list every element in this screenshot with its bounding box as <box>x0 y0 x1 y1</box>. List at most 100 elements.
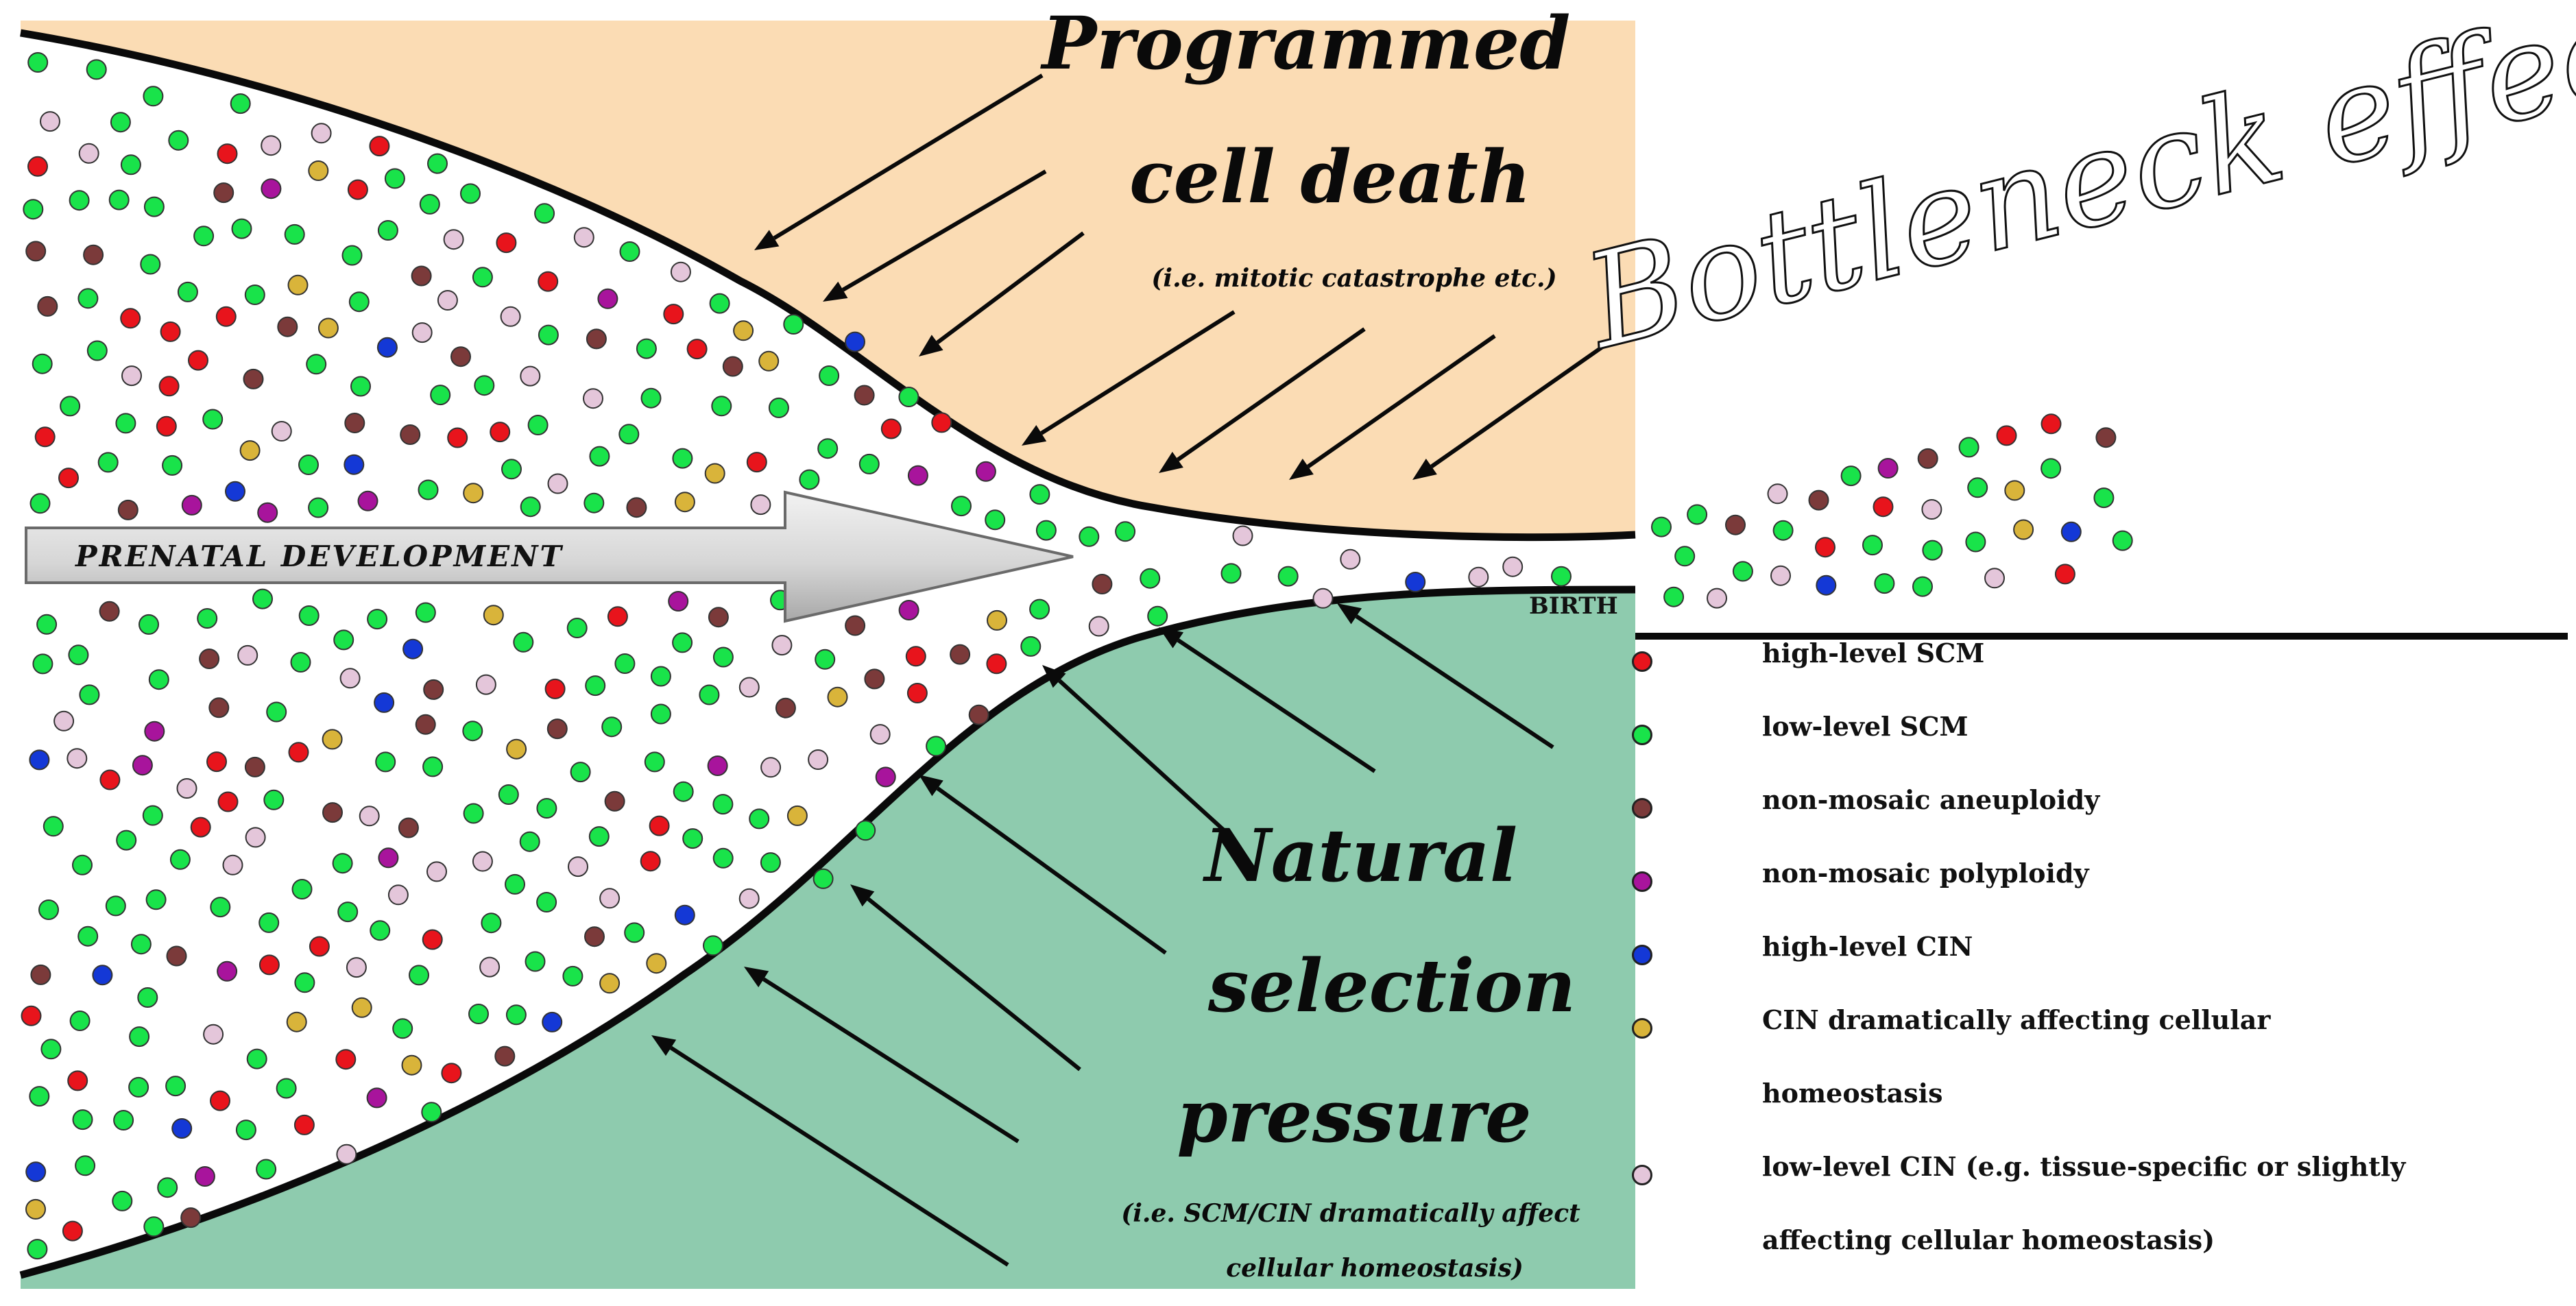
cell-dot <box>120 308 141 329</box>
cell-dot <box>738 888 760 909</box>
cell-dot <box>1877 458 1899 479</box>
cell-dot <box>2112 530 2133 551</box>
cell-dot <box>568 856 588 878</box>
cell-dot <box>430 385 451 406</box>
death-arrow-7-shaft <box>1430 334 1620 468</box>
cell-dot <box>370 920 391 941</box>
cell-dot <box>308 497 329 518</box>
cell-dot <box>775 697 796 718</box>
cell-dot <box>674 492 695 513</box>
natural-title-line2: selection <box>1207 943 1576 1028</box>
cell-dot <box>597 288 618 309</box>
cell-dot <box>1707 588 1727 609</box>
cell-dot <box>21 1005 42 1026</box>
cell-dot <box>2041 413 2062 435</box>
cell-dot <box>1922 540 1943 561</box>
cell-dot <box>427 153 448 174</box>
cell-dot <box>72 854 93 875</box>
cell-dot <box>898 600 919 620</box>
cell-dot <box>875 766 896 788</box>
cell-dot <box>86 340 108 361</box>
cell-dot <box>350 376 371 397</box>
cell-dot <box>230 93 251 114</box>
cell-dot <box>72 1109 93 1130</box>
cell-dot <box>544 678 566 699</box>
cell-dot <box>443 229 464 250</box>
cell-dot <box>77 926 99 947</box>
cell-dot <box>1220 563 1242 584</box>
programmed-title-line2: cell death <box>1129 134 1531 219</box>
cell-dot <box>115 413 136 434</box>
cell-dot <box>293 1114 315 1135</box>
programmed-cell-death-region <box>21 21 1635 537</box>
prenatal-development-label: PRENATAL DEVELOPMENT <box>75 540 564 573</box>
legend-label: high-level CIN <box>1762 931 1973 962</box>
cell-dot <box>287 274 309 295</box>
cell-dot <box>1115 521 1136 542</box>
cell-dot <box>640 387 662 409</box>
cell-dot <box>538 271 559 292</box>
cell-dot <box>703 935 723 956</box>
cell-dot <box>950 644 971 665</box>
cell-dot <box>1079 526 1100 547</box>
cell-dot <box>222 854 243 875</box>
cell-dot <box>1147 605 1168 627</box>
cell-dot <box>422 929 443 950</box>
cell-dot <box>120 154 141 176</box>
cell-dot <box>165 1076 186 1097</box>
cell-dot <box>190 817 211 838</box>
cell-dot <box>336 1144 357 1165</box>
cell-dot <box>786 805 808 826</box>
cell-dot <box>422 756 444 777</box>
cell-dot <box>206 751 227 773</box>
cell-dot <box>858 453 880 474</box>
cell-dot <box>27 156 48 177</box>
cell-dot <box>619 241 640 262</box>
legend-swatch <box>1632 725 1652 745</box>
cell-dot <box>99 769 121 790</box>
cell-dot <box>808 749 829 770</box>
cell-dot <box>1092 574 1113 594</box>
prenatal-development-arrow <box>25 490 1074 623</box>
cell-dot <box>36 614 58 635</box>
cell-dot <box>415 602 436 623</box>
death-arrow-2-shaft <box>841 169 1047 292</box>
cell-dot <box>845 615 866 636</box>
cell-dot <box>1984 568 2005 589</box>
cell-dot <box>907 465 928 486</box>
cell-dot <box>378 847 399 869</box>
cell-dot <box>640 851 661 872</box>
selection-arrow-3-head <box>1042 665 1066 688</box>
cell-dot <box>112 1190 133 1211</box>
cell-dot <box>1816 575 1837 596</box>
cell-dot <box>40 1039 62 1060</box>
cell-dot <box>401 1054 422 1076</box>
cell-dot <box>704 463 725 484</box>
bottleneck-effect-title: Bottleneck effect <box>1569 0 2576 379</box>
cell-dot <box>129 1026 150 1048</box>
cell-dot <box>29 749 50 771</box>
cell-dot <box>168 130 189 151</box>
cell-dot <box>143 86 164 107</box>
cell-dot <box>1917 448 1938 469</box>
cell-dot <box>447 427 468 448</box>
cell-dot <box>481 912 502 934</box>
cell-dot <box>377 220 398 241</box>
cell-dot <box>2013 519 2034 540</box>
cell-dot <box>176 778 197 799</box>
cell-dot <box>409 965 429 986</box>
death-arrow-5-head <box>1159 452 1183 473</box>
cell-dot <box>570 762 591 783</box>
legend-label: affecting cellular homeostasis) <box>1762 1224 2215 1255</box>
cell-dot <box>672 448 693 469</box>
death-arrow-1-head <box>754 230 780 250</box>
selection-arrow-7-head <box>651 1035 677 1056</box>
cell-dot <box>750 494 771 516</box>
cell-dot <box>668 591 689 612</box>
cell-dot <box>333 629 354 651</box>
cell-dot <box>760 757 782 778</box>
cell-dot <box>415 714 436 735</box>
cell-dot <box>166 945 187 967</box>
cell-dot <box>2041 458 2062 479</box>
